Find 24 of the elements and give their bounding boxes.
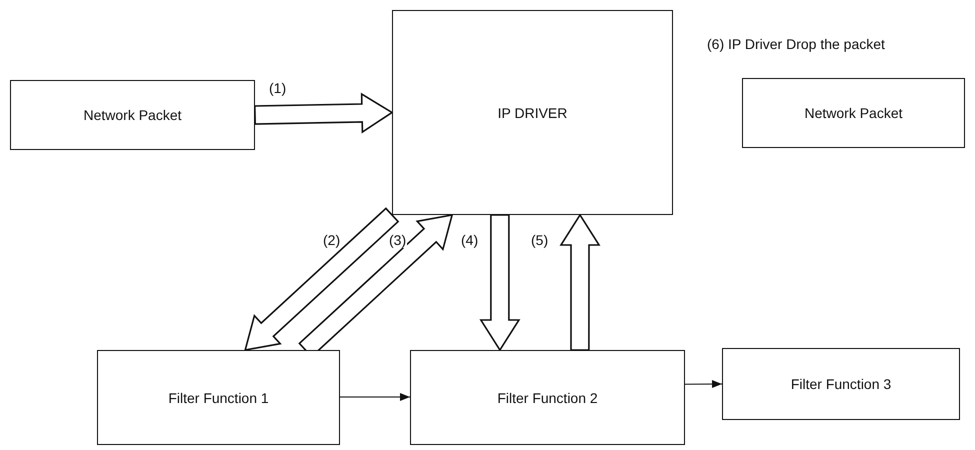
box-label: Network Packet (804, 105, 903, 121)
box-label: Filter Function 1 (168, 390, 269, 406)
block-arrow (479, 214, 520, 352)
process-box (722, 348, 960, 420)
process-box (97, 350, 340, 445)
process-box (742, 78, 965, 148)
annotation-text: (6) IP Driver Drop the packet (707, 36, 885, 52)
process-box (10, 80, 255, 150)
edge-label: (2) (322, 232, 342, 248)
process-box (410, 350, 685, 445)
edge-label: (3) (388, 232, 408, 248)
box-label: Network Packet (83, 107, 182, 123)
block-arrow (560, 214, 600, 351)
arrow (340, 393, 410, 402)
arrow (684, 380, 722, 388)
block-arrow (254, 92, 394, 134)
edge-label: (4) (460, 232, 480, 248)
edge-label: (5) (530, 232, 550, 248)
box-label: IP DRIVER (498, 104, 568, 120)
box-label: Filter Function 2 (497, 390, 598, 406)
block-arrow (244, 207, 400, 352)
edge-label: (1) (268, 80, 288, 96)
process-box (392, 10, 673, 215)
box-label: Filter Function 3 (790, 376, 892, 392)
